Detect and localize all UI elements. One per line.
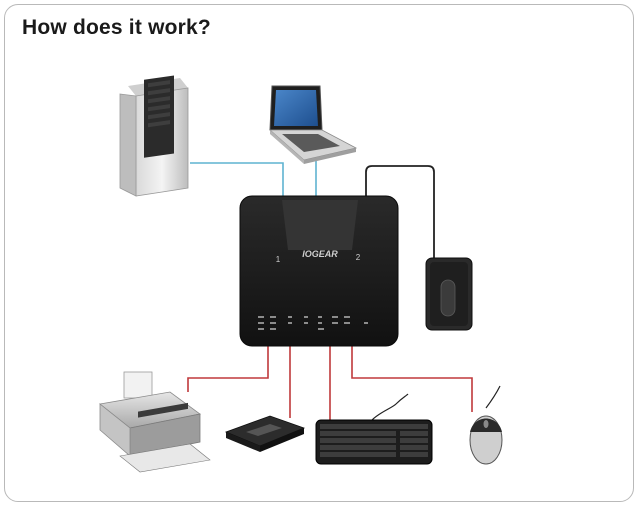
computer-cables	[190, 160, 317, 196]
usb-cables	[187, 343, 473, 420]
switch-led-panel	[258, 316, 368, 330]
page-title: How does it work?	[22, 16, 211, 39]
desktop-cable	[190, 162, 284, 196]
kvm-switch: IOGEAR 1 2	[239, 195, 399, 347]
keyboard-icon	[315, 393, 433, 465]
switch-brand: IOGEAR	[302, 249, 338, 259]
mouse-cable	[351, 343, 473, 412]
port-2-label: 2	[356, 253, 361, 262]
laptop-icon	[268, 85, 358, 164]
external-device-icon	[425, 257, 473, 331]
printer-icon	[99, 371, 211, 473]
desktop-computer-icon	[119, 75, 189, 197]
mouse-icon	[469, 385, 503, 465]
printer-cable	[187, 343, 269, 392]
external-hard-drive-icon	[224, 415, 306, 452]
port-1-label: 1	[276, 255, 281, 264]
external-device-cable	[365, 165, 435, 258]
